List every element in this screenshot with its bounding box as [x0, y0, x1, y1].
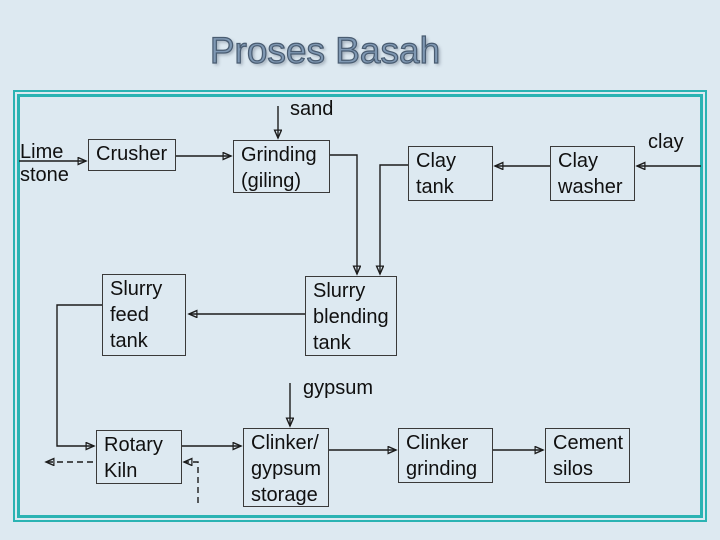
node-clinker-grinding-label: Clinker grinding: [406, 432, 478, 480]
node-slurry-blending-tank: Slurry blending tank: [305, 276, 397, 356]
node-cement-silos: Cement silos: [545, 428, 630, 483]
label-sand: sand: [290, 98, 333, 121]
node-clinker-gypsum-storage-label: Clinker/ gypsum storage: [251, 432, 322, 506]
label-gypsum: gypsum: [303, 377, 373, 400]
node-rotary-kiln-label: Rotary Kiln: [104, 434, 163, 482]
node-rotary-kiln: Rotary Kiln: [96, 430, 182, 484]
node-grinding: Grinding (giling): [233, 140, 330, 193]
node-slurry-blending-tank-label: Slurry blending tank: [313, 280, 389, 354]
label-limestone-text: Lime stone: [20, 141, 69, 186]
node-clay-tank-label: Clay tank: [416, 150, 457, 198]
node-clay-tank: Clay tank: [408, 146, 493, 201]
diagram-frame: [13, 90, 707, 522]
label-limestone: Lime stone: [20, 141, 69, 187]
node-slurry-feed-tank-label: Slurry feed tank: [110, 278, 163, 352]
node-grinding-label: Grinding (giling): [241, 144, 317, 192]
slide-title: Proses Basah: [209, 29, 441, 71]
node-slurry-feed-tank: Slurry feed tank: [102, 274, 186, 356]
node-crusher: Crusher: [88, 139, 176, 171]
node-clinker-gypsum-storage: Clinker/ gypsum storage: [243, 428, 329, 507]
node-clay-washer: Clay washer: [550, 146, 635, 201]
node-clinker-grinding: Clinker grinding: [398, 428, 493, 483]
label-gypsum-text: gypsum: [303, 377, 374, 399]
node-crusher-label: Crusher: [96, 143, 168, 165]
node-clay-washer-label: Clay washer: [558, 150, 623, 198]
label-clay: clay: [648, 131, 684, 154]
label-sand-text: sand: [290, 98, 334, 120]
label-clay-text: clay: [648, 131, 684, 153]
node-cement-silos-label: Cement silos: [553, 432, 624, 480]
